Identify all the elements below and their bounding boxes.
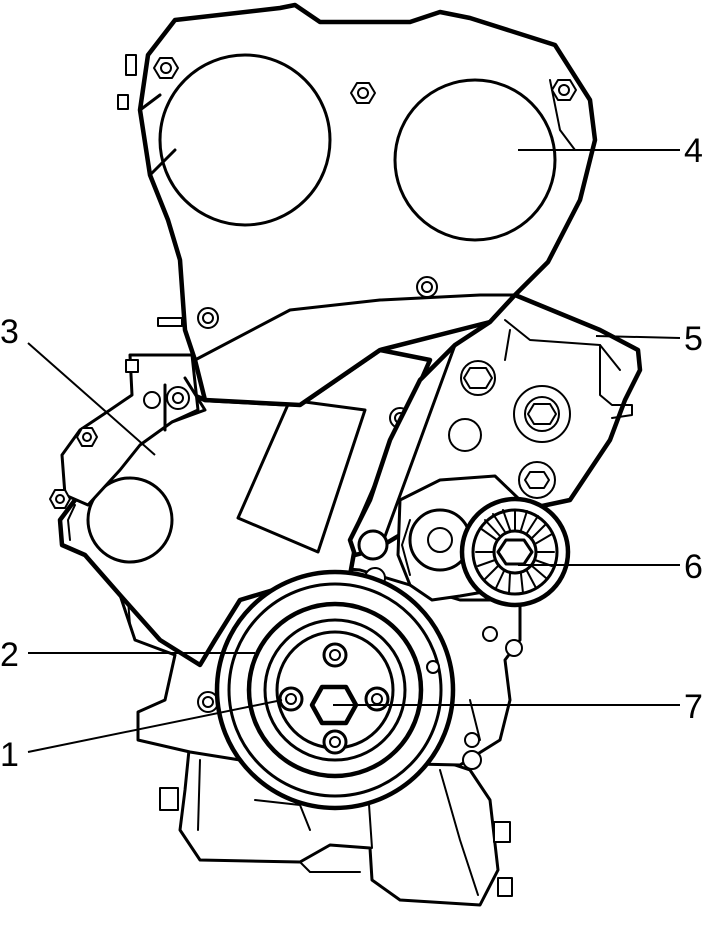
left-mount-bracket	[49, 353, 207, 509]
callout-labels: 1 2 3 4 5 6 7	[0, 132, 703, 774]
callout-7: 7	[684, 688, 703, 726]
callout-3: 3	[0, 313, 19, 351]
callout-6: 6	[684, 548, 703, 586]
upper-timing-cover	[117, 2, 598, 408]
idler-pulley	[459, 496, 571, 608]
callout-1: 1	[0, 736, 19, 774]
callout-5: 5	[684, 320, 703, 358]
crankshaft-pulley	[214, 569, 456, 811]
leader-1	[27, 699, 283, 753]
callout-2: 2	[0, 636, 19, 674]
leader-3	[27, 342, 156, 456]
callout-4: 4	[684, 132, 703, 170]
leader-lines	[27, 149, 681, 753]
leader-5	[595, 335, 681, 339]
